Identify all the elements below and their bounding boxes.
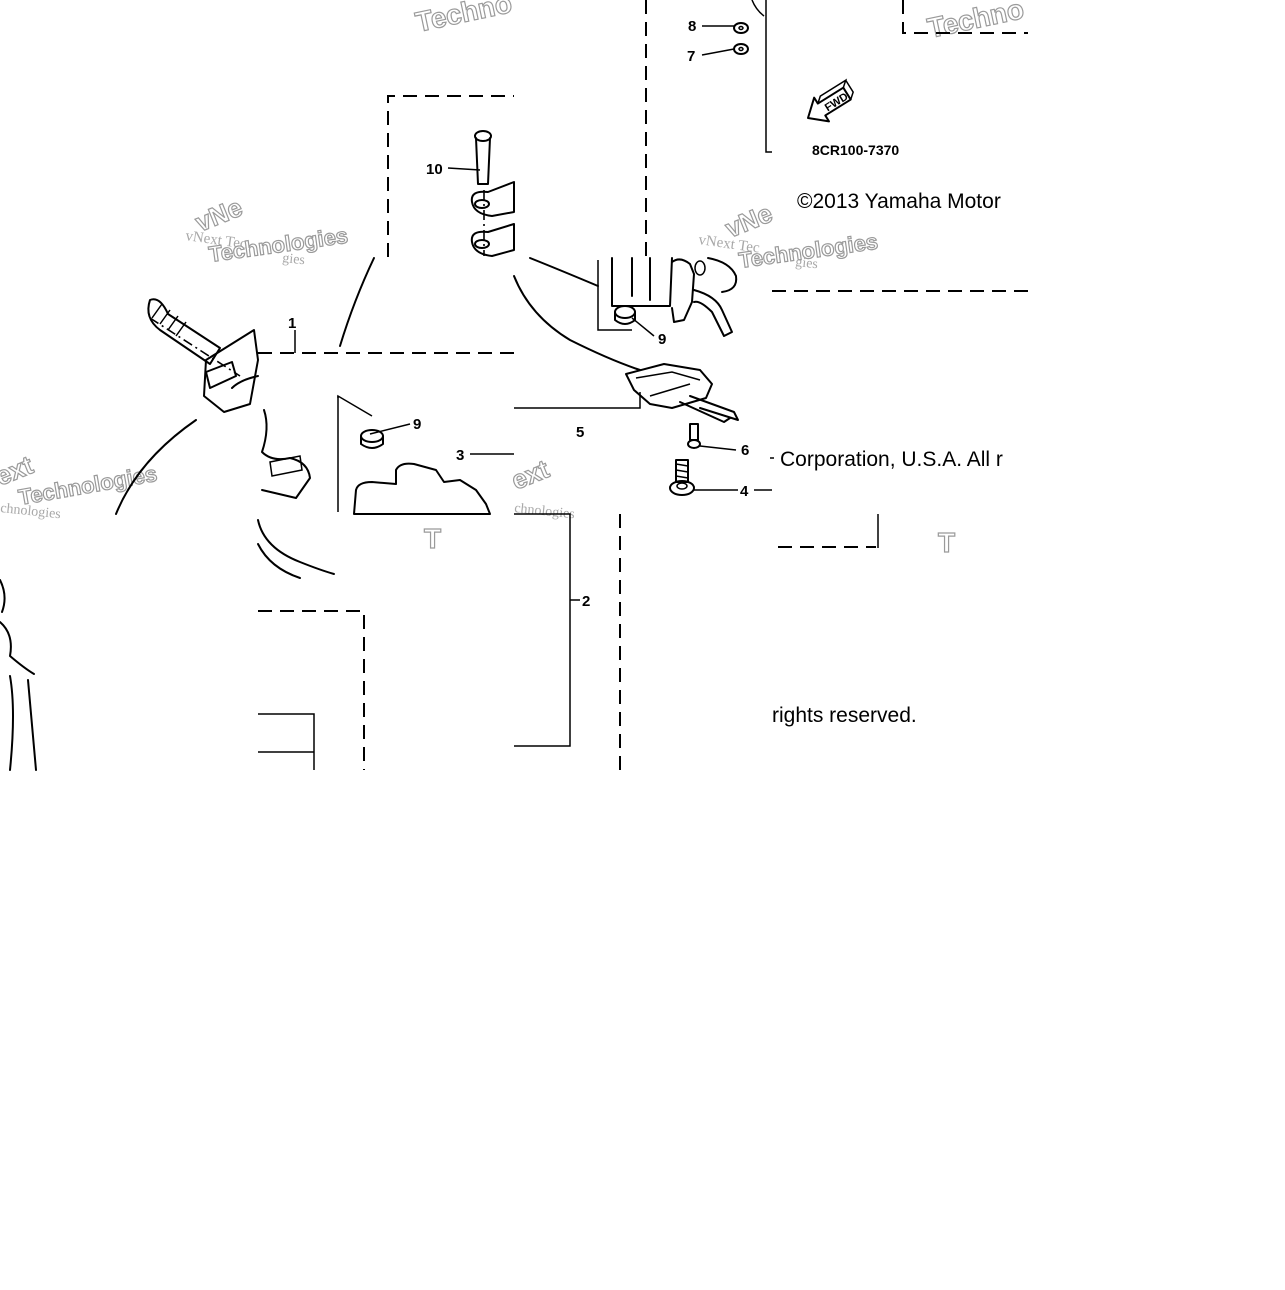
throttle-housing	[203, 329, 259, 413]
frame-top-center	[387, 95, 514, 257]
lower-left-bar	[0, 579, 37, 771]
switch-5	[625, 363, 713, 409]
callout-9-right: 9	[658, 331, 666, 348]
callout-5: 5	[576, 424, 584, 441]
watermark-gies-right: gies	[795, 255, 819, 272]
watermark-t-right: T	[938, 527, 955, 558]
washer-8	[733, 22, 749, 34]
screw-6	[689, 423, 699, 441]
part-code: 8CR100-7370	[812, 142, 899, 158]
arc-cable-top	[529, 257, 599, 287]
lever-curve	[257, 519, 335, 575]
callout-7: 7	[687, 48, 695, 65]
copyright-line-2: Corporation, U.S.A. All r	[780, 448, 1003, 471]
copyright-line-3: rights reserved.	[772, 704, 917, 727]
bracket-lower-hole	[474, 239, 490, 249]
callouts: 1 2 3 4 5 6 7 8 9 9 10	[288, 18, 749, 610]
switch-5-lead	[689, 395, 739, 421]
housing-cable	[231, 375, 259, 389]
fwd-arrow: FWD	[807, 78, 854, 123]
callout-3: 3	[456, 447, 464, 464]
leader-10	[447, 167, 481, 171]
bracket-top-right	[765, 0, 772, 153]
watermark-gies-left: gies	[282, 251, 306, 268]
bracket-9a	[337, 394, 373, 417]
callout-8: 8	[688, 18, 696, 35]
frame-lower-left	[258, 610, 365, 770]
callout-9-left: 9	[413, 416, 421, 433]
cable-thick	[339, 257, 375, 347]
bracket-upper-hole	[474, 199, 490, 209]
solenoid-cap	[707, 257, 738, 293]
grommet-9b	[614, 305, 636, 319]
watermark-ext-mid: ext	[507, 454, 553, 496]
grip-centerline	[149, 317, 241, 377]
arc-cable	[513, 275, 641, 371]
bracket-lower	[470, 223, 515, 257]
lever-housing	[261, 409, 311, 499]
bracket-lower-left	[258, 713, 315, 770]
watermark-chnologies-left: chnologies	[0, 501, 61, 522]
pin-head	[474, 130, 492, 142]
solenoid-flange	[671, 258, 695, 323]
callout-10: 10	[426, 161, 443, 178]
switch-unit	[353, 429, 491, 515]
dashed-frames	[258, 0, 1028, 770]
leader-6	[699, 445, 737, 451]
leader-9a	[369, 423, 411, 435]
handlebar-curve	[115, 419, 197, 515]
watermark-technologies-left: Technologies	[207, 223, 349, 267]
watermark-technologies-mid-left: Technologies	[17, 461, 159, 510]
bracket-upper	[470, 181, 515, 217]
callout-2: 2	[582, 593, 590, 610]
washer-7	[733, 43, 749, 55]
lever-curve-inner	[257, 543, 301, 579]
solenoid-wire	[693, 289, 733, 337]
grommet-9a-body	[360, 435, 384, 449]
pin-10	[475, 137, 491, 185]
grommet-9a	[360, 429, 384, 443]
callout-6: 6	[741, 442, 749, 459]
callout-1: 1	[288, 315, 296, 332]
leader-7	[701, 48, 735, 56]
leader-9b	[631, 317, 655, 337]
bracket-2	[514, 513, 571, 747]
grip	[147, 298, 221, 365]
bracket-5	[514, 392, 641, 409]
solenoid-body	[611, 257, 673, 307]
copyright-line-1: ©2013 Yamaha Motor	[797, 190, 1001, 213]
frame-top-right	[902, 0, 1028, 34]
watermark-chnologies-mid: chnologies	[514, 501, 576, 522]
watermark-layer: Techno Techno vNe vNext Tec Technologies…	[0, 0, 1027, 559]
bracket-9b	[597, 260, 632, 331]
watermark-techno-right: Techno	[925, 0, 1027, 44]
housing-block	[205, 361, 237, 389]
handlebar-assembly	[0, 257, 375, 771]
watermark-techno-top: Techno	[413, 0, 515, 38]
switch-body	[353, 462, 491, 515]
watermark-t-mid: T	[424, 523, 441, 554]
lever-block	[269, 455, 303, 477]
grip-texture	[151, 303, 187, 337]
callout-4: 4	[740, 483, 749, 500]
leader-lines	[258, 0, 772, 770]
pin-assembly	[470, 130, 515, 257]
